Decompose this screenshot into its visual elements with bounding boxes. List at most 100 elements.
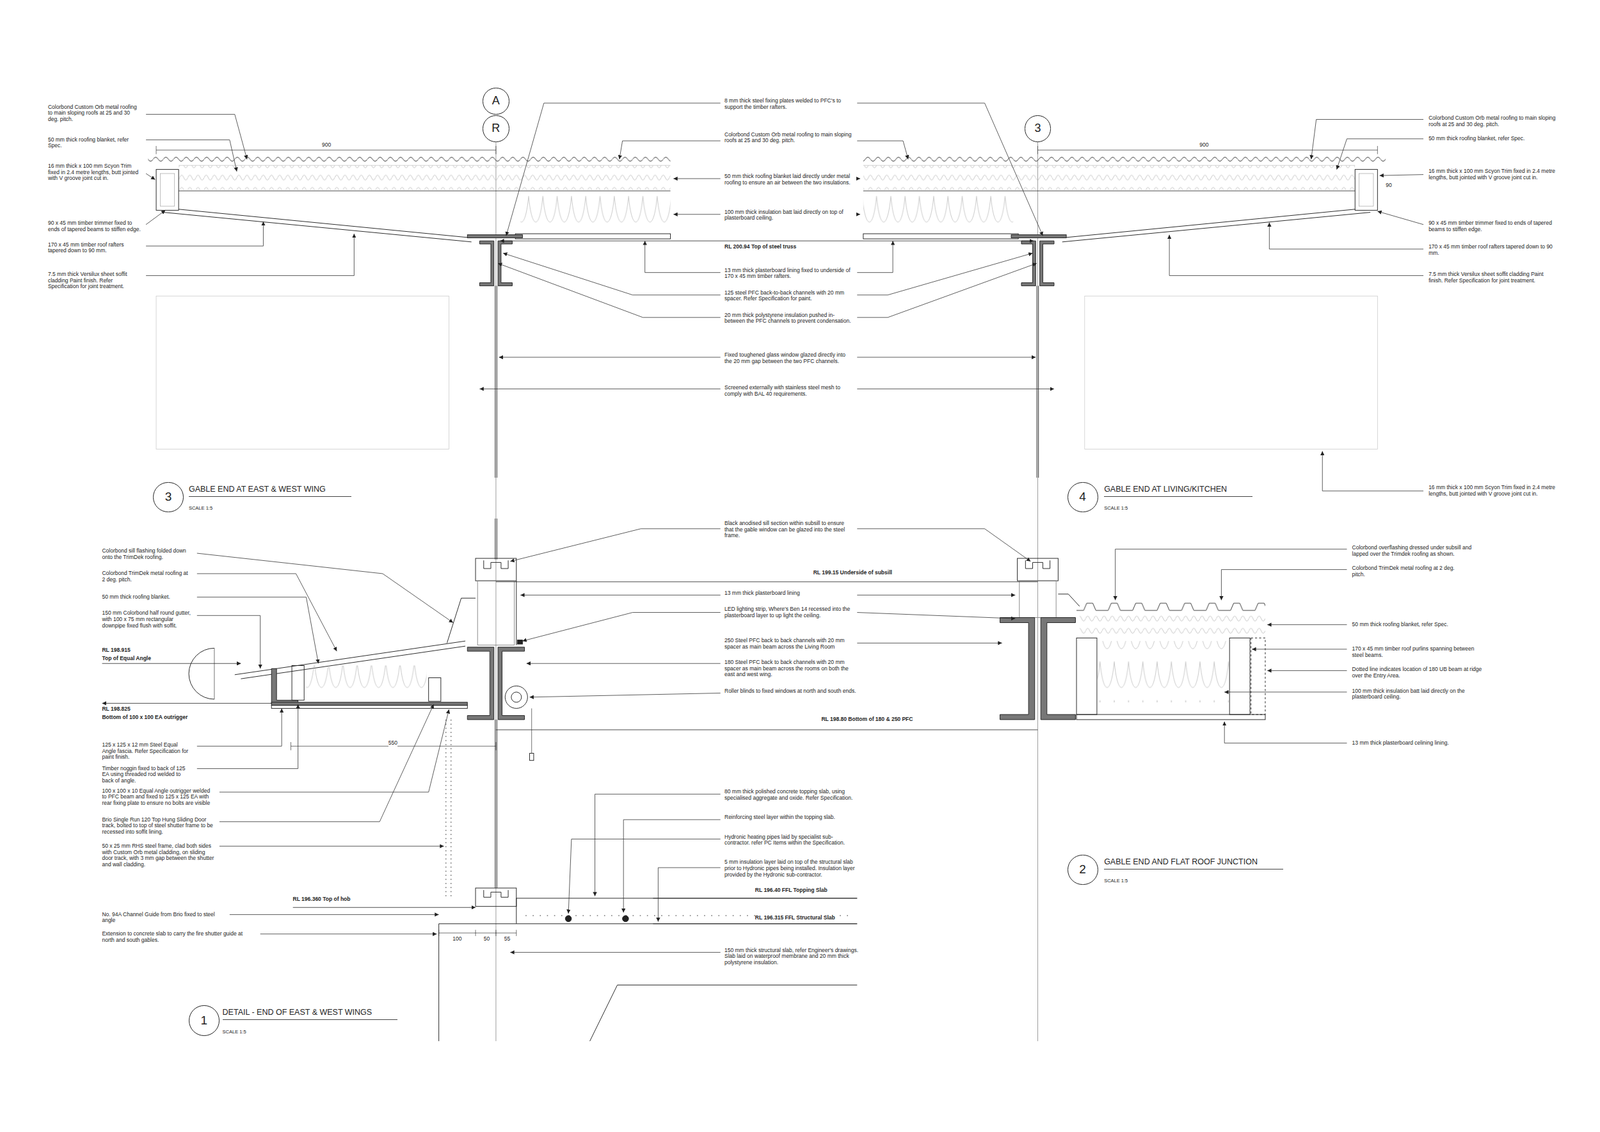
- leader-lines-part: [645, 240, 721, 272]
- leader-lines-part: [197, 704, 299, 768]
- eaves-detail-part: [305, 664, 427, 698]
- detail-title: GABLE END AT EAST & WEST WING: [188, 484, 352, 497]
- leader-lines-part: [145, 114, 248, 160]
- leader-lines-part: [497, 263, 721, 317]
- gable-section-mirror: [863, 145, 1386, 478]
- leader-lines-part: [856, 213, 861, 215]
- gable-section-part: [147, 154, 671, 164]
- eaves-detail-part: [497, 647, 525, 720]
- bubble-text: 1: [200, 1013, 208, 1028]
- callout-note: 150 mm Colorbond half round gutter, with…: [101, 609, 192, 629]
- callout-note: 180 Steel PFC back to back channels with…: [724, 659, 857, 678]
- gable-section-part: [156, 169, 179, 211]
- eaves-detail-part: [517, 640, 523, 644]
- callout-note: 13 mm thick plasterboard lining fixed to…: [724, 267, 852, 280]
- eaves-detail-part: [475, 929, 477, 936]
- leader-lines-part: [1224, 691, 1347, 692]
- gable-section-part: [156, 149, 496, 151]
- leader-lines-part: [145, 209, 166, 224]
- eaves-detail-part: [494, 518, 496, 560]
- callout-note: 170 x 45 mm timber roof purlins spanning…: [1352, 645, 1485, 658]
- level-label: RL 198.825: [101, 705, 130, 713]
- callout-note: Fixed toughened glass window glazed dire…: [724, 352, 852, 365]
- leader-lines-part: [623, 819, 720, 912]
- leader-lines-part: [657, 867, 720, 921]
- callout-note: Timber noggin fixed to back of 125 EA us…: [101, 765, 192, 784]
- leader-lines-part: [856, 177, 861, 179]
- callout-note: 20 mm thick polystyrene insulation pushe…: [724, 312, 852, 325]
- detail-title: DETAIL - END OF EAST & WEST WINGS: [222, 1007, 399, 1020]
- gable-section-part: [178, 190, 671, 192]
- flat-roof-junction-part: [1040, 617, 1076, 720]
- leader-lines-part: [229, 913, 440, 915]
- detail-number: 4: [1067, 481, 1099, 513]
- leader-lines-part: [856, 263, 1037, 317]
- eaves-detail-part: [446, 597, 476, 643]
- eaves-detail-part: [483, 560, 509, 569]
- gable-section-part: [178, 165, 671, 190]
- leader-lines-part: [1379, 174, 1424, 176]
- flat-roof-junction-part: [1076, 714, 1266, 720]
- callout-note: 50 mm thick roofing blanket laid directl…: [724, 173, 852, 186]
- gable-section-part: [496, 285, 498, 478]
- leader-lines-part: [856, 642, 1002, 644]
- leader-lines-part: [145, 173, 155, 180]
- callout-note: Roller blinds to fixed windows at north …: [724, 688, 857, 695]
- level-label: RL 198.80 Bottom of 180 & 250 PFC: [821, 716, 913, 723]
- leader-lines-part: [145, 139, 237, 171]
- leader-lines-part: [856, 612, 1016, 619]
- grid-bubble: R: [482, 115, 509, 142]
- eaves-detail-part: [450, 719, 452, 898]
- eaves-detail-part: [290, 741, 292, 751]
- leader-lines-part: [1311, 119, 1424, 160]
- callout-note: 90 x 45 mm timber trimmer fixed to ends …: [48, 220, 143, 233]
- leader-lines-part: [619, 140, 721, 160]
- leader-lines-part: [522, 612, 720, 642]
- leader-lines-part: [510, 528, 720, 562]
- callout-note: Colorbond overflashing dressed under sub…: [1352, 544, 1485, 557]
- callout-note: Colorbond sill flashing folded down onto…: [101, 547, 192, 560]
- eaves-detail-part: [475, 887, 517, 907]
- grid-lines-part: [1037, 142, 1039, 1042]
- dimension: 550: [388, 739, 398, 747]
- callout-note: 13 mm thick plasterboard celining lining…: [1352, 739, 1506, 747]
- leader-lines-part: [145, 221, 264, 246]
- eaves-detail-part: [467, 647, 494, 720]
- callout-note: 16 mm thick x 100 mm Scyon Trim fixed in…: [48, 163, 143, 182]
- leader-lines-part: [1115, 549, 1348, 601]
- level-label: RL 200.94 Top of steel truss: [724, 243, 797, 251]
- leader-lines-part: [529, 692, 721, 697]
- leader-lines-part: [856, 252, 1033, 295]
- leader-lines-part: [219, 845, 445, 847]
- callout-note: 100 x 100 x 10 Equal Angle outrigger wel…: [101, 787, 214, 807]
- level-label: RL 196.40 FFL Topping Slab: [755, 887, 828, 894]
- callout-note: 100 mm thick insulation batt laid direct…: [724, 209, 852, 222]
- leader-lines-part: [568, 838, 721, 913]
- leader-lines-part: [197, 552, 454, 623]
- bubble-text: 3: [1034, 121, 1041, 136]
- leader-lines-part: [1269, 222, 1424, 249]
- leader-lines-part: [856, 356, 1036, 358]
- callout-note: 170 x 45 mm timber roof rafters tapered …: [1428, 243, 1556, 256]
- eaves-detail-part: [515, 580, 517, 645]
- callout-note: 125 x 125 x 12 mm Steel Equal Angle fasc…: [101, 741, 192, 761]
- level-lines-part: [496, 728, 1039, 730]
- callout-note: 100 mm thick insulation batt laid direct…: [1352, 688, 1485, 701]
- callout-note: No. 94A Channel Guide from Brio fixed to…: [101, 911, 224, 924]
- grid-lines: [496, 142, 1039, 1042]
- flat-roof-junction-part: [1076, 602, 1266, 615]
- eaves-detail-part: [271, 705, 468, 709]
- level-label: RL 199.15 Underside of subsill: [813, 569, 893, 576]
- dimension: 90: [1385, 182, 1392, 189]
- flat-roof-junction-part: [1076, 637, 1097, 715]
- leader-lines-part: [197, 597, 319, 664]
- gable-section-part: [467, 234, 523, 239]
- callout-note: 150 mm thick structural slab, refer Engi…: [724, 947, 863, 966]
- flat-roof-junction-part: [1017, 558, 1059, 581]
- leader-lines-part: [673, 177, 720, 179]
- eaves-detail-part: [531, 707, 532, 753]
- flat-roof-junction-part: [1019, 580, 1056, 617]
- eaves-detail-part: [496, 518, 498, 560]
- eaves-detail-part: [590, 984, 858, 1041]
- callout-note: 7.5 mm thick Versilux sheet soffit cladd…: [1428, 271, 1556, 284]
